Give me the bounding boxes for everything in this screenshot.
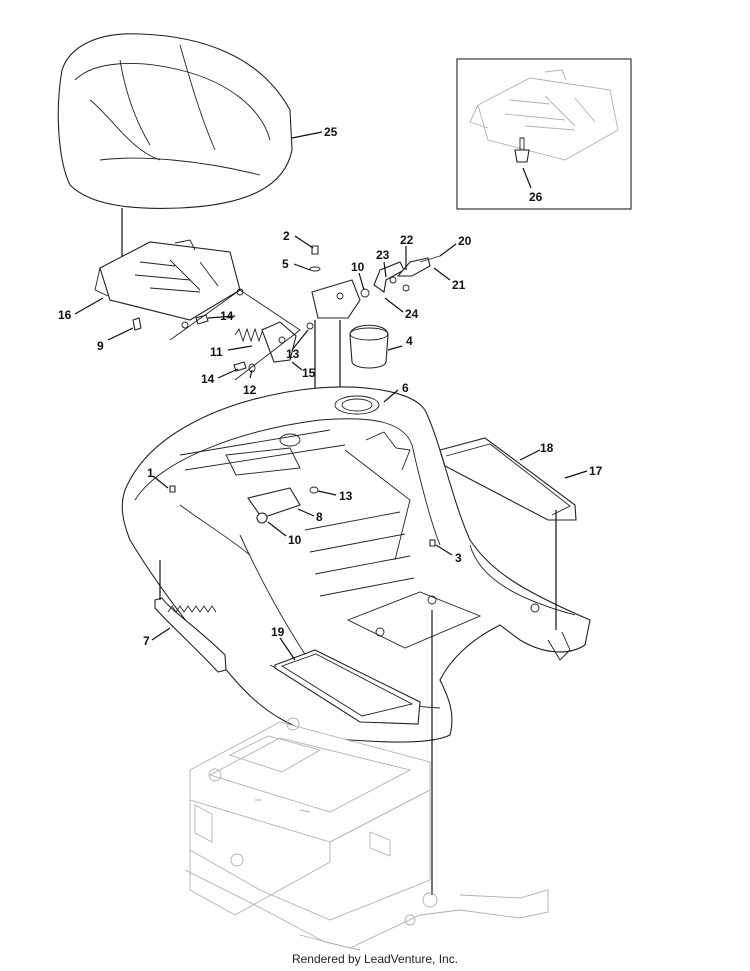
- callout-3: 3: [455, 551, 462, 565]
- callout-2: 2: [283, 229, 290, 243]
- callout-26: 26: [529, 190, 543, 204]
- fender-deck: [121, 386, 591, 743]
- callout-21: 21: [452, 278, 466, 292]
- callout-1: 1: [147, 466, 154, 480]
- inset-detail: [456, 58, 632, 210]
- callout-12: 12: [243, 383, 257, 397]
- callout-7: 7: [143, 634, 150, 648]
- callout-9: 9: [97, 339, 104, 353]
- callout-25: 25: [324, 125, 338, 139]
- callout-4: 4: [406, 334, 413, 348]
- callout-10a: 10: [351, 260, 365, 274]
- callout-16: 16: [58, 308, 72, 322]
- seat-adjust-hardware: [132, 245, 441, 373]
- deck-hardware: [169, 485, 436, 547]
- callout-17: 17: [589, 464, 603, 478]
- floor-pad: [274, 649, 421, 725]
- seat: [57, 33, 293, 209]
- callout-13a: 13: [286, 347, 300, 361]
- callout-20: 20: [458, 234, 472, 248]
- callout-14a: 14: [220, 309, 234, 323]
- callout-11: 11: [210, 345, 223, 359]
- footer-credit: Rendered by LeadVenture, Inc.: [291, 952, 459, 966]
- callout-10b: 10: [288, 533, 302, 547]
- callout-18: 18: [540, 441, 554, 455]
- footrest-pad: [439, 437, 577, 521]
- callout-14b: 14: [201, 372, 215, 386]
- callout-23: 23: [376, 248, 390, 262]
- callout-15: 15: [302, 366, 316, 380]
- frame: [184, 717, 549, 951]
- callout-24: 24: [405, 307, 419, 321]
- callout-5: 5: [282, 257, 289, 271]
- wire-trim: [154, 597, 227, 673]
- callout-19: 19: [271, 625, 285, 639]
- leader-lines: [74, 131, 588, 661]
- callout-22: 22: [400, 233, 414, 247]
- callout-labels: 1 2 3 4 5 6 7 8 9 10 10 11 12 13 13 14 1…: [58, 125, 603, 648]
- callout-13b: 13: [339, 489, 353, 503]
- callout-6: 6: [402, 381, 409, 395]
- callout-8: 8: [316, 510, 323, 524]
